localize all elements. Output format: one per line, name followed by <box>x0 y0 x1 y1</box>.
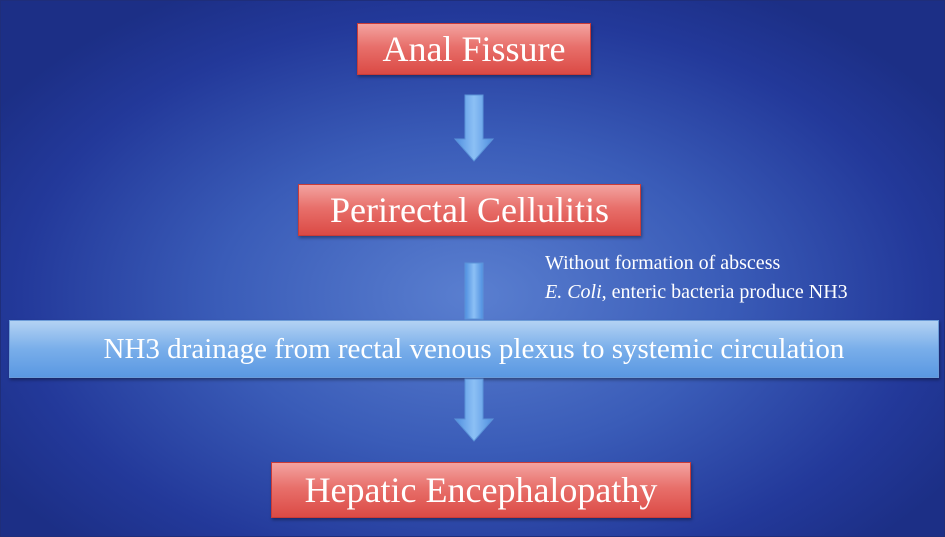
down-arrow-icon <box>453 378 495 442</box>
down-arrow-icon <box>464 262 484 320</box>
node-nh3-drainage-label: NH3 drainage from rectal venous plexus t… <box>103 332 845 365</box>
node-nh3-drainage: NH3 drainage from rectal venous plexus t… <box>9 320 939 378</box>
node-perirectal-cellulitis: Perirectal Cellulitis <box>298 184 641 236</box>
node-hepatic-encephalopathy: Hepatic Encephalopathy <box>271 462 691 518</box>
annotation-no-abscess: Without formation of abscess <box>545 252 781 274</box>
down-arrow-icon <box>453 94 495 162</box>
node-perirectal-cellulitis-label: Perirectal Cellulitis <box>330 190 609 230</box>
annotation-ecoli-rest: , enteric bacteria produce NH3 <box>601 281 848 303</box>
annotation-ecoli-italic: E. Coli <box>545 281 602 303</box>
node-hepatic-encephalopathy-label: Hepatic Encephalopathy <box>304 470 658 510</box>
node-anal-fissure: Anal Fissure <box>357 23 591 75</box>
annotation-ecoli: E. Coli, enteric bacteria produce NH3 <box>545 280 848 304</box>
node-anal-fissure-label: Anal Fissure <box>382 29 566 69</box>
